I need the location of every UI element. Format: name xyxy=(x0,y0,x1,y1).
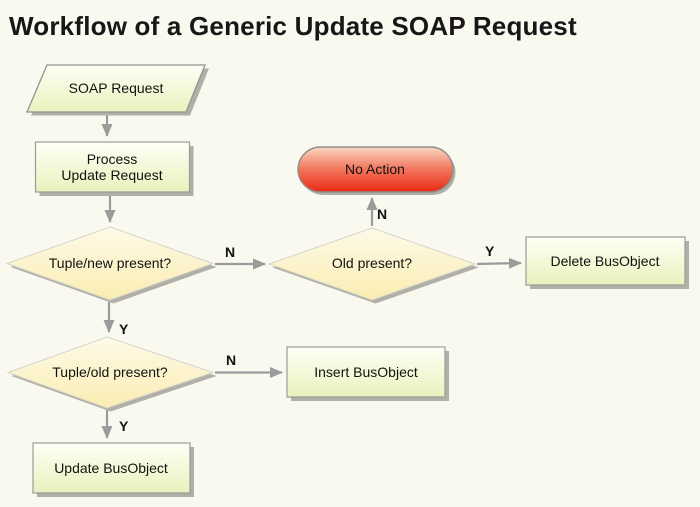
node-tuple-new-present: Tuple/new present? xyxy=(5,226,217,304)
node-old-present: Old present? xyxy=(267,227,479,304)
node-label: Tuple/old present? xyxy=(52,364,168,380)
process-box-shape xyxy=(32,442,191,494)
edges: N N Y Y N Y xyxy=(101,114,522,439)
edge-label-y: Y xyxy=(119,418,129,434)
terminator-shape xyxy=(297,146,454,193)
node-process-update-request: Process Update Request xyxy=(34,141,194,196)
node-label-line2: Update Request xyxy=(61,167,162,183)
parallelogram-shape xyxy=(26,64,206,113)
decision-shape xyxy=(6,336,215,409)
node-label-line1: Process xyxy=(87,151,138,167)
node-label: No Action xyxy=(345,161,405,177)
process-box-shape xyxy=(34,141,191,193)
node-label: Old present? xyxy=(332,255,412,271)
decision-shape xyxy=(5,226,215,301)
node-no-action: No Action xyxy=(297,146,456,195)
node-label: Tuple/new present? xyxy=(49,255,172,271)
node-label: Insert BusObject xyxy=(314,364,418,380)
node-update-busobject: Update BusObject xyxy=(32,442,194,497)
node-tuple-old-present: Tuple/old present? xyxy=(6,336,217,412)
edge-old-present-to-delete xyxy=(476,257,522,269)
edge-label-y: Y xyxy=(485,243,495,259)
edge-label-y: Y xyxy=(119,321,129,337)
process-box-shape xyxy=(525,236,686,286)
process-box-shape xyxy=(286,346,446,398)
decision-shape xyxy=(267,227,477,301)
node-soap-request: SOAP Request xyxy=(26,64,209,116)
node-label: Delete BusObject xyxy=(551,253,660,269)
node-label: Update BusObject xyxy=(54,460,168,476)
page-title: Workflow of a Generic Update SOAP Reques… xyxy=(9,11,577,41)
edge-label-n: N xyxy=(225,244,235,260)
node-label: SOAP Request xyxy=(69,80,164,96)
edge-label-n: N xyxy=(226,352,236,368)
node-delete-busobject: Delete BusObject xyxy=(525,236,689,289)
node-insert-busobject: Insert BusObject xyxy=(286,346,449,401)
edge-label-n: N xyxy=(377,206,387,222)
